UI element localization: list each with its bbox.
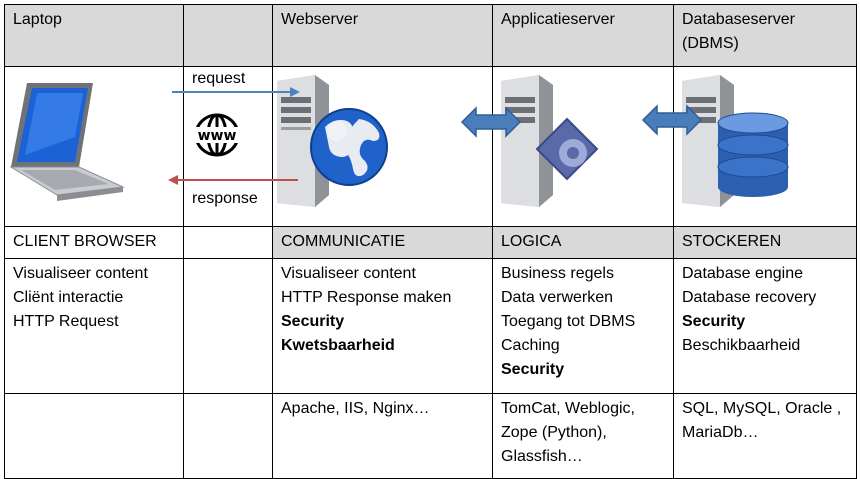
products-client bbox=[4, 393, 184, 479]
request-arrowhead bbox=[290, 87, 300, 97]
appserver-gear-icon bbox=[501, 75, 599, 207]
dbserver-cell bbox=[673, 66, 857, 227]
webserver-globe-icon bbox=[277, 75, 388, 207]
request-label: request bbox=[192, 70, 246, 87]
role-web: COMMUNICATIE bbox=[272, 226, 493, 259]
response-arrowhead bbox=[168, 175, 178, 185]
laptop-icon bbox=[9, 83, 125, 201]
architecture-table: Laptop Webserver Applicatieserver Databa… bbox=[4, 4, 857, 479]
tasks-db: Database engine Database recovery Securi… bbox=[673, 258, 857, 394]
www-globe-icon: www bbox=[192, 113, 242, 157]
laptop-cell bbox=[4, 66, 184, 227]
tasks-web: Visualiseer content HTTP Response maken … bbox=[272, 258, 493, 394]
tasks-app: Business regels Data verwerken Toegang t… bbox=[492, 258, 674, 394]
tasks-empty bbox=[183, 258, 273, 394]
header-laptop: Laptop bbox=[4, 4, 184, 67]
database-server-icon bbox=[682, 75, 789, 207]
role-db: STOCKEREN bbox=[673, 226, 857, 259]
header-webserver: Webserver bbox=[272, 4, 493, 67]
webserver-cell bbox=[272, 66, 493, 227]
svg-text:www: www bbox=[198, 128, 237, 144]
appserver-cell bbox=[492, 66, 674, 227]
role-client: CLIENT BROWSER bbox=[4, 226, 184, 259]
app-db-connector bbox=[641, 104, 703, 136]
products-web: Apache, IIS, Nginx… bbox=[272, 393, 493, 479]
web-app-connector bbox=[460, 106, 522, 138]
tasks-client: Visualiseer content Cliënt interactie HT… bbox=[4, 258, 184, 394]
response-label: response bbox=[192, 190, 258, 207]
header-dbserver: Databaseserver (DBMS) bbox=[673, 4, 857, 67]
products-db: SQL, MySQL, Oracle , MariaDb… bbox=[673, 393, 857, 479]
header-appserver: Applicatieserver bbox=[492, 4, 674, 67]
